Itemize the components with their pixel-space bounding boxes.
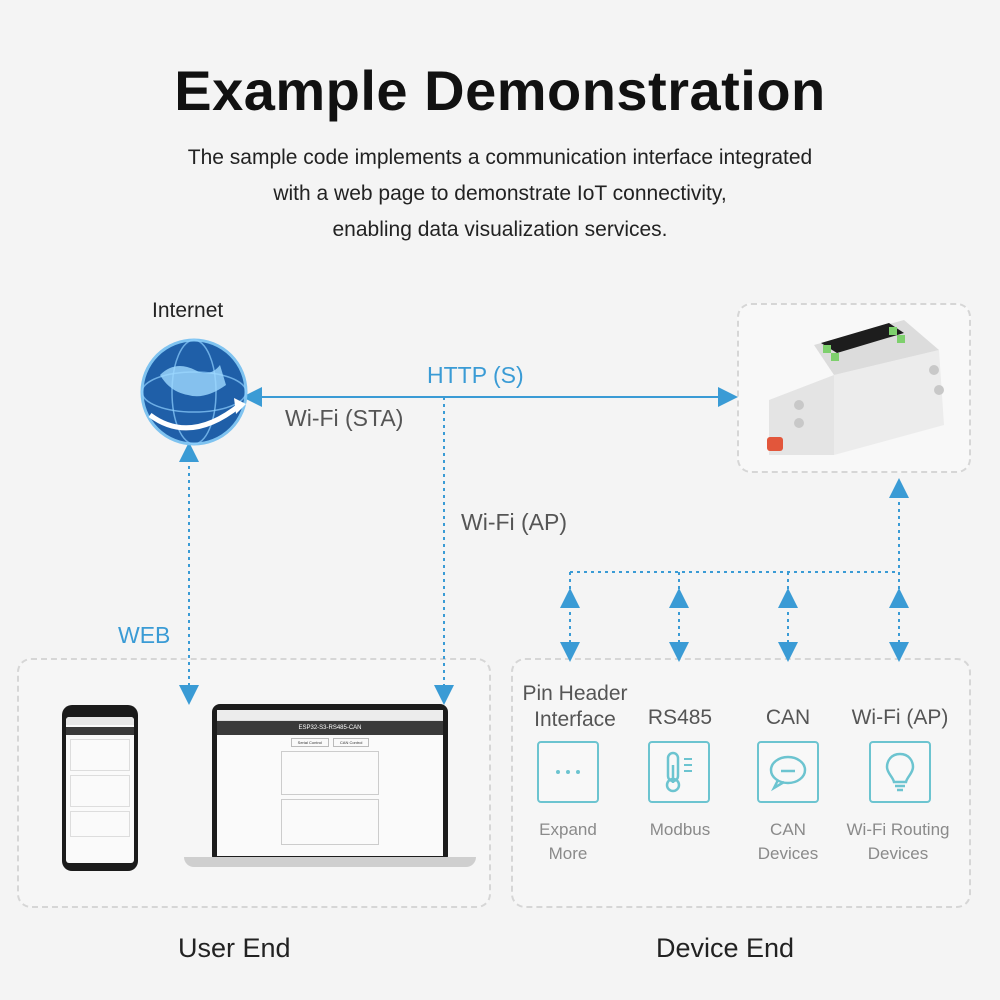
column-sub-line: Devices [867, 844, 929, 863]
internet-label: Internet [152, 299, 224, 322]
column-subtitle: CAN Devices [738, 818, 838, 866]
column-sub-line: Wi-Fi Routing [846, 820, 950, 839]
http-label: HTTP (S) [427, 362, 524, 388]
device-display [821, 323, 904, 353]
terminal [897, 335, 905, 343]
column-title-line: Interface [534, 708, 616, 731]
column-sub-line: Devices [757, 844, 819, 863]
laptop-page-header: ESP32-S3-RS485-CAN [217, 721, 443, 735]
device-image-panel [737, 303, 971, 473]
subtitle-line: with a web page to demonstrate IoT conne… [273, 182, 727, 205]
phone-status-bar [66, 717, 134, 725]
phone-mockup [62, 705, 138, 871]
din-rail-device-illustration [767, 320, 944, 455]
column-title-line: Pin Header [522, 682, 628, 705]
column-subtitle: Modbus [649, 820, 711, 839]
user-end-label: User End [178, 933, 291, 963]
dots-icon [537, 741, 599, 803]
column-title: CAN [765, 706, 811, 729]
wifi-sta-label: Wi-Fi (STA) [285, 405, 404, 431]
tab-serial-control[interactable]: Serial Control [290, 738, 329, 747]
laptop-screen: ESP32-S3-RS485-CAN Serial Control CAN Co… [217, 710, 443, 856]
screw [934, 385, 944, 395]
phone-screen [66, 717, 134, 863]
column-sub-line: CAN [770, 820, 806, 839]
laptop-form-panel [281, 799, 379, 845]
laptop-mockup: ESP32-S3-RS485-CAN Serial Control CAN Co… [212, 704, 448, 858]
laptop-base [184, 857, 476, 867]
column-title: RS485 [647, 706, 713, 729]
laptop-form-panel [281, 751, 379, 795]
screw [794, 400, 804, 410]
phone-panel [70, 811, 130, 837]
phone-panel [70, 775, 130, 807]
red-connector [767, 437, 783, 451]
web-label: WEB [118, 622, 171, 648]
page-title: Example Demonstration [174, 59, 826, 122]
tab-can-control[interactable]: CAN Control [332, 738, 370, 747]
phone-panel [70, 739, 130, 771]
terminal [831, 353, 839, 361]
wifi-ap-label: Wi-Fi (AP) [461, 509, 568, 535]
subtitle-line: enabling data visualization services. [332, 218, 668, 241]
column-sub-line: Expand [539, 820, 597, 839]
lightbulb-icon [869, 741, 931, 803]
chat-bubble-icon [757, 741, 819, 803]
page-subtitle: The sample code implements a communicati… [100, 140, 900, 248]
screw [794, 418, 804, 428]
screw [929, 365, 939, 375]
terminal [823, 345, 831, 353]
browser-bar [217, 710, 443, 721]
thermometer-icon [648, 741, 710, 803]
column-title: Wi-Fi (AP) [851, 706, 949, 729]
terminal [889, 327, 897, 335]
globe-icon [140, 338, 248, 446]
device-top [814, 320, 939, 375]
subtitle-line: The sample code implements a communicati… [187, 146, 813, 169]
device-end-label: Device End [656, 933, 795, 963]
column-sub-line: More [548, 844, 588, 863]
device-side [769, 375, 834, 455]
laptop-tab-bar: Serial Control CAN Control [217, 738, 443, 747]
phone-header-bar [66, 727, 134, 735]
device-front [834, 350, 944, 455]
